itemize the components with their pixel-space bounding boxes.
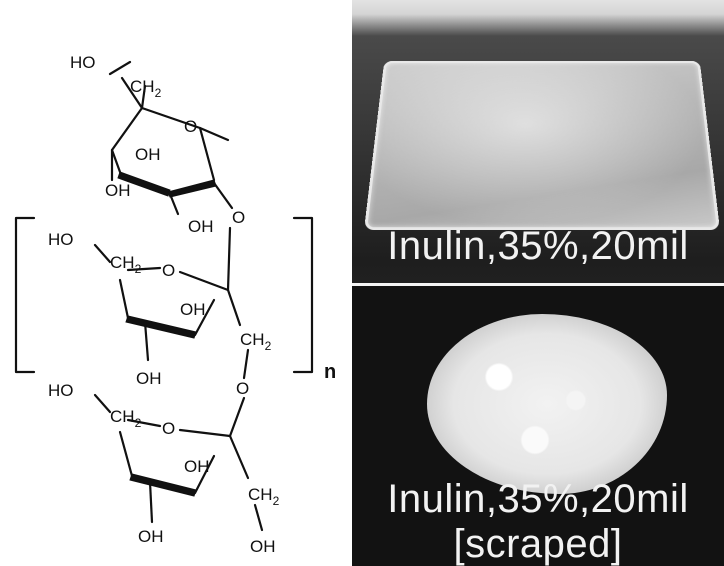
ring2-oxygen-label: O bbox=[162, 261, 175, 280]
ch2-mid-label: CH2 bbox=[110, 253, 142, 276]
inulin-structure-diagram: HO CH2 O OH OH OH O HO CH2 O OH CH2 OH O… bbox=[0, 0, 352, 566]
ch2-side3-label: CH2 bbox=[248, 485, 280, 508]
linking-oxygen-1: O bbox=[232, 208, 245, 227]
inulin-film-photo: Inulin,35%,20mil bbox=[352, 0, 724, 283]
fructose-ring-2 bbox=[93, 393, 264, 532]
powder-caption-line1: Inulin,35%,20mil bbox=[387, 477, 689, 521]
ring1-oxygen-label: O bbox=[184, 117, 197, 136]
fructose-ring-1 bbox=[93, 226, 250, 380]
structure-svg: HO CH2 O OH OH OH O HO CH2 O OH CH2 OH O… bbox=[14, 53, 336, 556]
oh-1b-label: OH bbox=[105, 181, 131, 200]
linking-oxygen-2: O bbox=[236, 379, 249, 398]
repeat-unit-n: n bbox=[324, 361, 336, 383]
ch2-top-label: CH2 bbox=[130, 77, 162, 100]
powder-caption-line2: [scraped] bbox=[453, 522, 623, 566]
oh-2b-label: OH bbox=[136, 369, 162, 388]
ch2-bot-label: CH2 bbox=[110, 407, 142, 430]
oh-3c-label: OH bbox=[250, 537, 276, 556]
ho-bot-label: HO bbox=[48, 381, 74, 400]
inulin-powder-photo: Inulin,35%,20mil [scraped] bbox=[352, 286, 724, 566]
ho-mid-label: HO bbox=[48, 230, 74, 249]
ring3-oxygen-label: O bbox=[162, 419, 175, 438]
oh-2a-label: OH bbox=[180, 300, 206, 319]
repeat-brackets bbox=[14, 216, 314, 374]
ch2-side2-label: CH2 bbox=[240, 330, 272, 353]
ho-top-label: HO bbox=[70, 53, 96, 72]
oh-3a-label: OH bbox=[184, 457, 210, 476]
scraped-powder bbox=[427, 314, 667, 494]
oh-3b-label: OH bbox=[138, 527, 164, 546]
oh-1a-label: OH bbox=[135, 145, 161, 164]
photo-divider bbox=[352, 283, 724, 286]
film-caption: Inulin,35%,20mil bbox=[387, 224, 689, 268]
cast-film bbox=[364, 60, 720, 230]
oh-1c-label: OH bbox=[188, 217, 214, 236]
glucose-ring bbox=[108, 60, 234, 216]
